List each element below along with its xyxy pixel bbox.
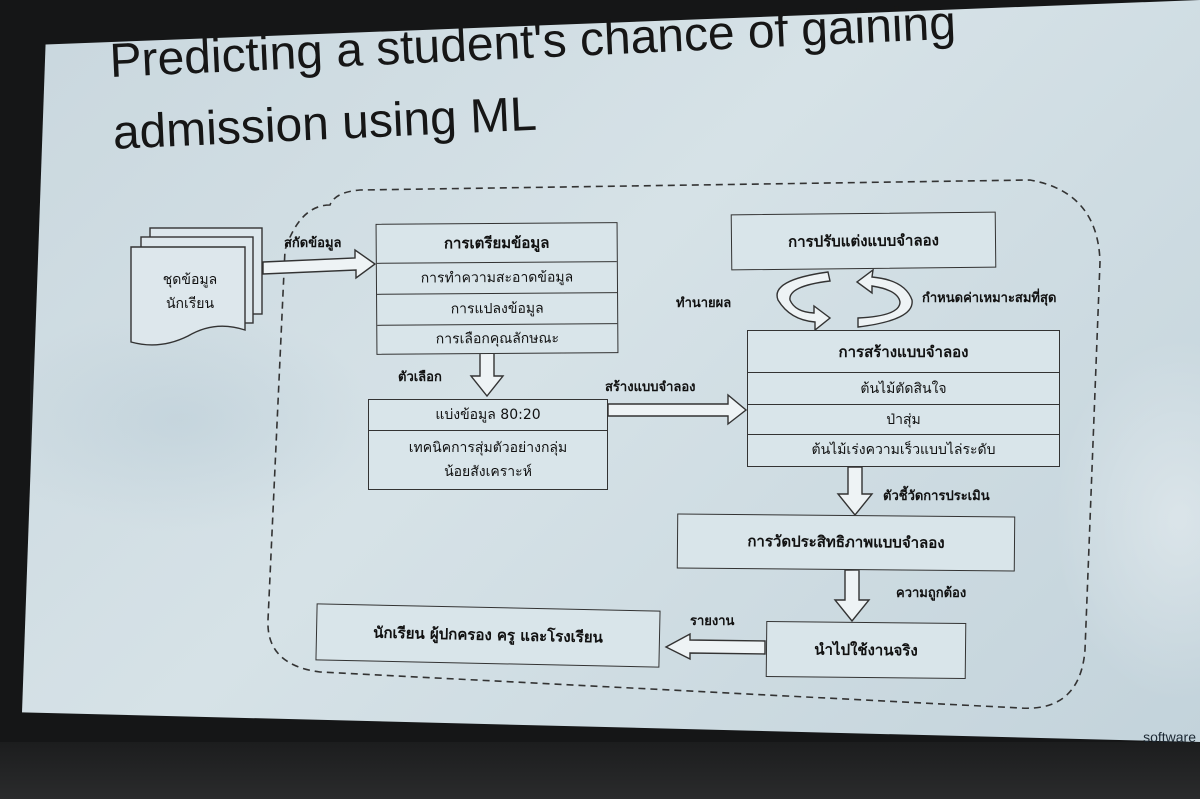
deploy-title: นำไปใช้งานจริง bbox=[814, 639, 918, 660]
prep-step: การทำความสะอาดข้อมูล bbox=[376, 261, 618, 294]
options-label: ตัวเลือก bbox=[398, 370, 442, 385]
tuning-title: การปรับแต่งแบบจำลอง bbox=[787, 230, 940, 251]
student-data-label: ชุดข้อมูล นักเรียน bbox=[162, 272, 218, 312]
audience-title: นักเรียน ผู้ปกครอง ครู และโรงเรียน bbox=[372, 623, 604, 647]
accuracy-arrow bbox=[833, 569, 871, 623]
metrics-arrow bbox=[836, 466, 874, 517]
model-algorithm: ป่าสุ่ม bbox=[748, 404, 1059, 434]
predict-label: ทำนายผล bbox=[676, 296, 732, 311]
prep-step: การเลือกคุณลักษณะ bbox=[377, 323, 618, 354]
accuracy-label: ความถูกต้อง bbox=[896, 586, 967, 601]
split-row: แบ่งข้อมูล 80:20 bbox=[435, 407, 541, 423]
metrics-label: ตัวชี้วัดการประเมิน bbox=[883, 489, 990, 504]
prep-step: การแปลงข้อมูล bbox=[377, 292, 618, 325]
build-model-label: สร้างแบบจำลอง bbox=[605, 380, 696, 395]
model-evaluation-box: การวัดประสิทธิภาพแบบจำลอง bbox=[676, 513, 1016, 572]
audience-box: นักเรียน ผู้ปกครอง ครู และโรงเรียน bbox=[315, 603, 661, 668]
build-arrow bbox=[607, 393, 748, 426]
optimal-cycle-arrow bbox=[855, 268, 913, 328]
prep-title: การเตรียมข้อมูล bbox=[443, 233, 550, 253]
options-arrow bbox=[469, 351, 505, 398]
document-stack-icon bbox=[130, 227, 263, 346]
extract-arrow bbox=[262, 248, 377, 280]
model-title: การสร้างแบบจำลอง bbox=[838, 342, 969, 361]
watermark-text: software bbox=[1143, 729, 1196, 745]
model-algorithm: ต้นไม้ตัดสินใจ bbox=[748, 372, 1059, 404]
model-building-box: การสร้างแบบจำลอง ต้นไม้ตัดสินใจ ป่าสุ่ม … bbox=[747, 330, 1060, 467]
data-split-box: แบ่งข้อมูล 80:20 เทคนิคการสุ่มตัวอย่างกล… bbox=[368, 399, 608, 490]
model-tuning-box: การปรับแต่งแบบจำลอง bbox=[730, 211, 997, 271]
eval-title: การวัดประสิทธิภาพแบบจำลอง bbox=[747, 532, 945, 552]
optimal-value-label: กำหนดค่าเหมาะสมที่สุด bbox=[922, 291, 1057, 306]
data-preparation-box: การเตรียมข้อมูล การทำความสะอาดข้อมูล การ… bbox=[375, 222, 619, 355]
deployment-box: นำไปใช้งานจริง bbox=[765, 620, 967, 680]
predict-cycle-arrow bbox=[776, 271, 832, 332]
extract-label: สกัดข้อมูล bbox=[284, 236, 342, 251]
report-label: รายงาน bbox=[690, 614, 735, 629]
report-arrow bbox=[664, 632, 766, 661]
dashed-boundary bbox=[267, 179, 1101, 709]
monitor-bezel bbox=[0, 742, 1200, 799]
model-algorithm: ต้นไม้เร่งความเร็วแบบไล่ระดับ bbox=[748, 434, 1059, 465]
smote-row: เทคนิคการสุ่มตัวอย่างกลุ่ม น้อยสังเคราะห… bbox=[369, 430, 607, 489]
